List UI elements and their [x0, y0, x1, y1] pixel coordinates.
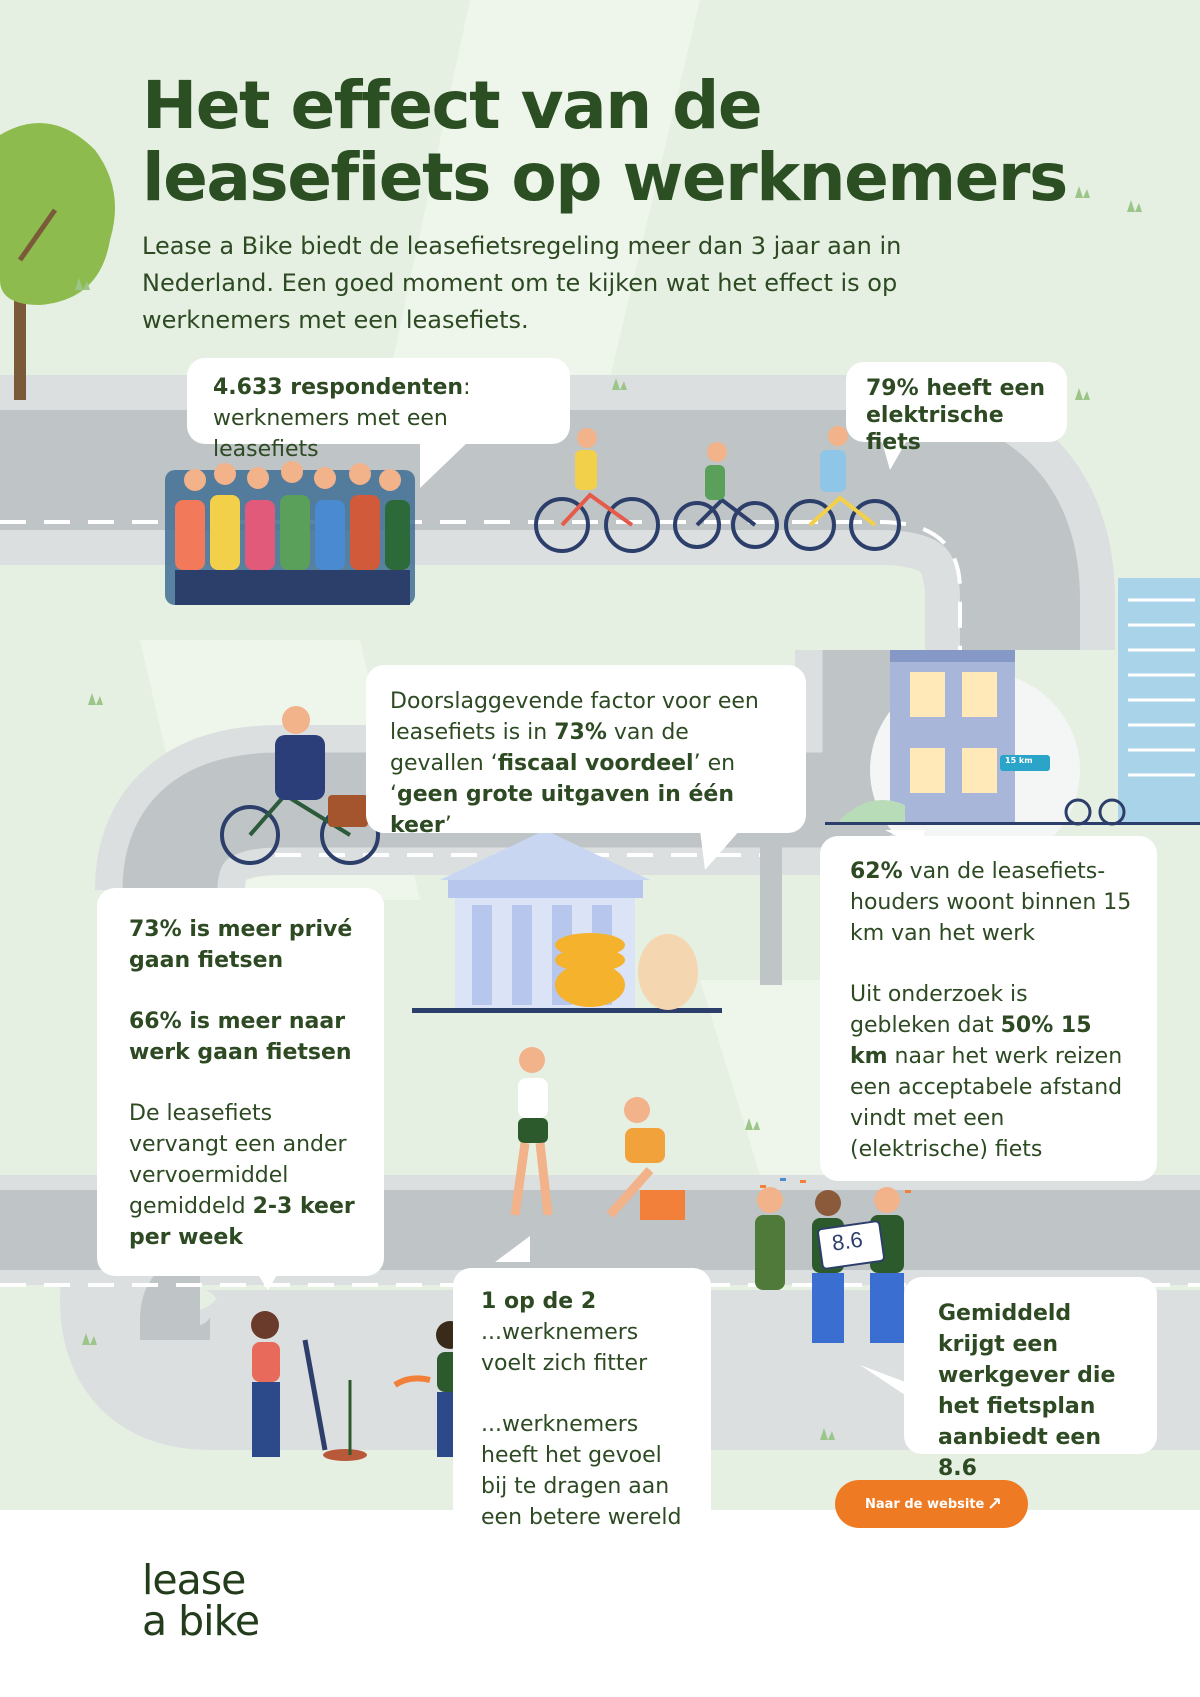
website-button-label[interactable]: Naar de website	[865, 1496, 985, 1512]
people-group-illustration	[165, 461, 415, 605]
logo-line-1: lease	[142, 1556, 246, 1604]
better-world-text: ...werknemers heeft het gevoel bij te dr…	[481, 1412, 682, 1530]
cycling-habits-bubble: 73% is meer privé gaan fietsen 66% is me…	[97, 888, 384, 1276]
fitter-text: ...werknemers voelt zich fitter	[481, 1320, 648, 1376]
upper-road	[0, 375, 1115, 650]
distance-text-2: Uit onderzoek is gebleken dat 50% 15 km …	[850, 982, 1123, 1162]
lease-a-bike-logo: lease a bike	[142, 1560, 262, 1650]
tree-illustration	[0, 123, 115, 400]
page-title: Het effect van de leasefiets op werkneme…	[142, 67, 1068, 216]
commuter-illustration	[220, 706, 380, 865]
fitness-illustration	[510, 1047, 685, 1220]
fitter-bubble: 1 op de 2 ...werknemers voelt zich fitte…	[453, 1268, 711, 1536]
respondents-count: 4.633 respondenten	[213, 375, 464, 400]
one-in-two-label: 1 op de 2	[481, 1289, 597, 1314]
private-cycling-stat: 73% is meer privé gaan fietsen	[129, 917, 353, 973]
middle-road	[95, 650, 945, 985]
light-band	[380, 0, 700, 420]
distance-text-1: 62% van de leasefiets-houders woont binn…	[850, 859, 1132, 946]
work-cycling-stat: 66% is meer naar werk gaan fietsen	[129, 1009, 352, 1065]
arrow-up-right-icon[interactable]: ↗	[986, 1493, 1002, 1515]
intro-text: Lease a Bike biedt de leasefietsregeling…	[142, 232, 902, 334]
building-illustration	[825, 578, 1200, 870]
electric-bikes-line2: elektrische fiets	[866, 403, 1004, 455]
deciding-factor-text: Doorslaggevende factor voor een leasefie…	[390, 689, 759, 838]
score-sign-text: 8.6	[830, 1226, 865, 1256]
score-bubble: Gemiddeld krijgt een werkgever die het f…	[904, 1277, 1157, 1481]
electric-bikes-bubble: 79% heeft een elektrische fiets	[846, 362, 1067, 455]
website-button[interactable]: Naar de website ↗	[835, 1480, 1028, 1528]
bank-illustration	[412, 830, 722, 1013]
respondents-colon: :	[463, 375, 471, 400]
distance-bubble: 62% van de leasefiets-houders woont binn…	[820, 836, 1157, 1181]
electric-bikes-line1: 79% heeft een	[866, 376, 1046, 401]
km-sign-text: 15 km	[1005, 756, 1033, 765]
cyclists-illustration	[534, 426, 901, 553]
respondents-bubble: 4.633 respondenten: werknemers met een l…	[187, 358, 570, 462]
celebration-illustration	[755, 1175, 911, 1343]
respondents-description: werknemers met een leasefiets	[213, 406, 448, 462]
grass-tufts	[75, 186, 1142, 1440]
logo-line-2: a bike	[142, 1597, 260, 1645]
deciding-factor-bubble: Doorslaggevende factor voor een leasefie…	[366, 665, 806, 838]
planting-illustration	[251, 1311, 465, 1461]
replacement-stat: De leasefiets vervangt een ander vervoer…	[129, 1101, 355, 1250]
score-text: Gemiddeld krijgt een werkgever die het f…	[938, 1301, 1116, 1481]
